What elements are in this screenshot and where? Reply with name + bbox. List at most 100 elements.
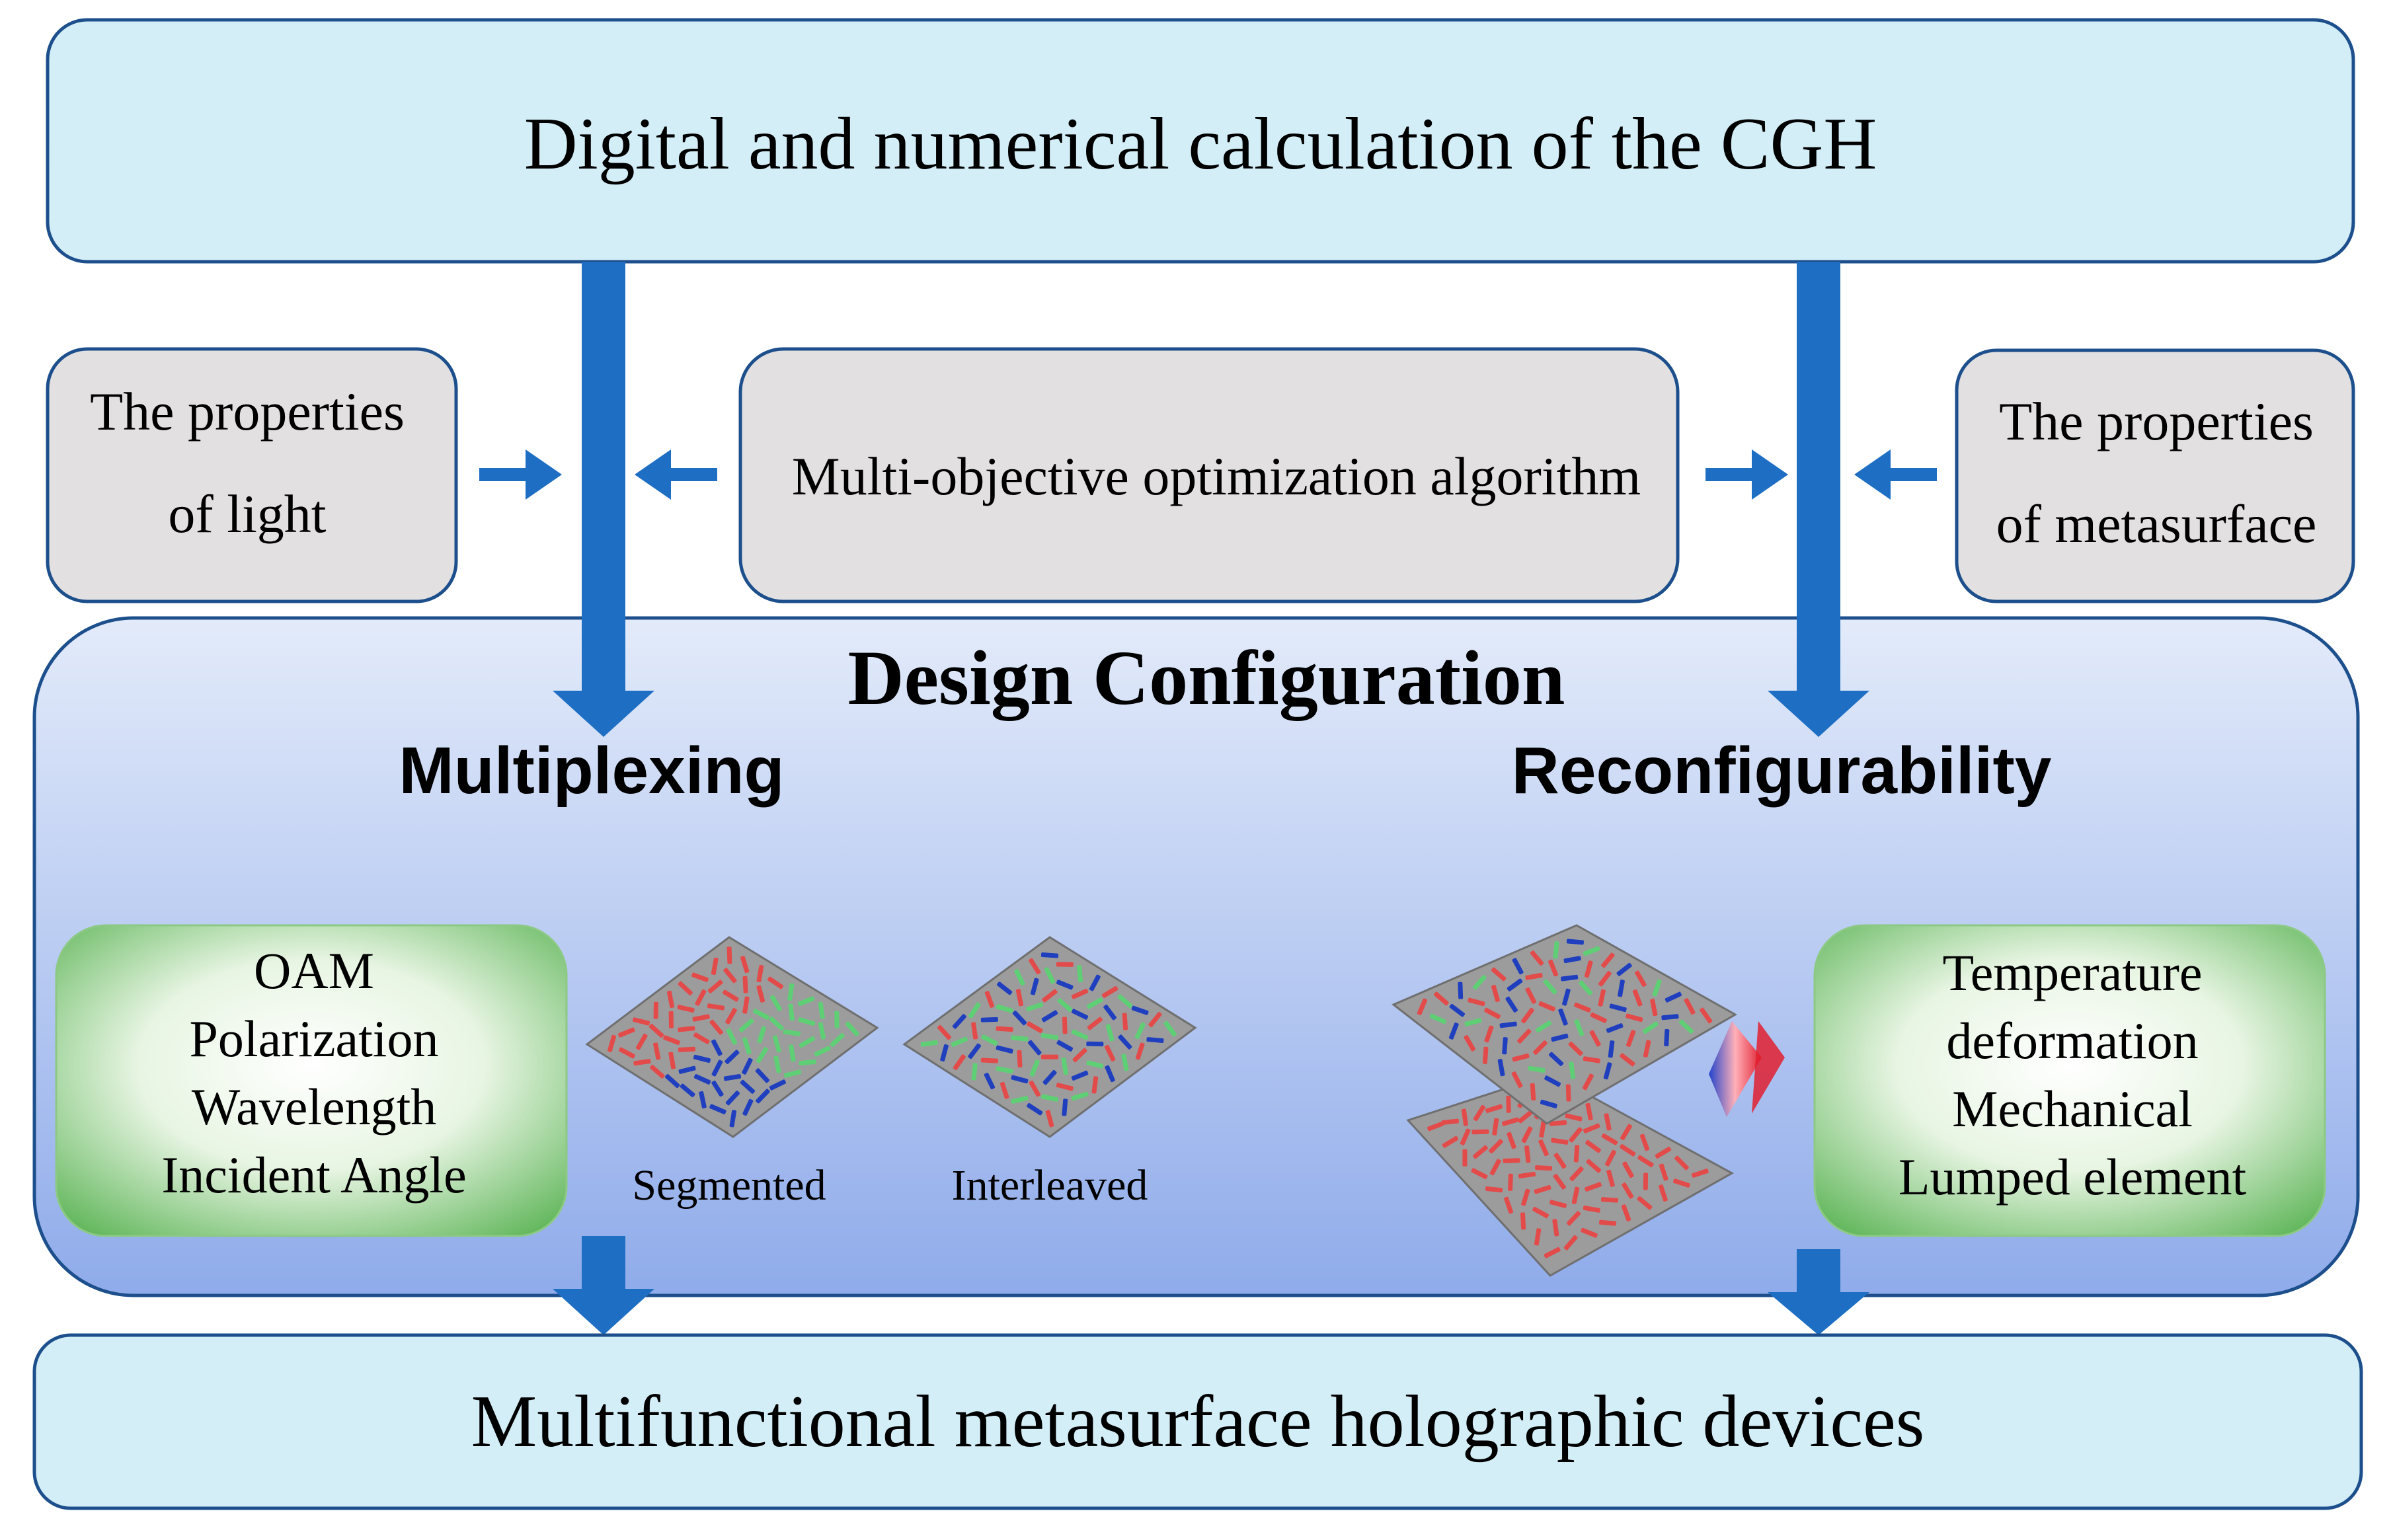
nanorod xyxy=(1012,1011,1027,1026)
nanorod xyxy=(699,1091,707,1109)
metasurface-properties-box xyxy=(1955,348,2355,603)
nanorod xyxy=(1040,1094,1059,1102)
nanorod xyxy=(1026,1002,1044,1012)
nanorod xyxy=(1525,973,1543,980)
nanorod xyxy=(1040,1033,1059,1040)
nanorod xyxy=(797,996,815,1007)
nanorod xyxy=(1471,1168,1488,1179)
nanorod xyxy=(953,1054,966,1071)
nanorod xyxy=(787,983,795,1001)
nanorod xyxy=(798,1017,816,1026)
light-properties-line-1: The properties xyxy=(90,381,405,442)
nanorod xyxy=(1678,1019,1694,1034)
segmented-label: Segmented xyxy=(632,1161,826,1210)
nanorod xyxy=(1674,1155,1689,1171)
nanorod xyxy=(707,1003,725,1011)
nanorod xyxy=(1530,950,1544,966)
nanorod xyxy=(1117,994,1133,1009)
nanorod xyxy=(1635,970,1647,987)
nanorod xyxy=(742,1098,754,1116)
nanorod xyxy=(1637,1196,1653,1210)
nanorod xyxy=(1549,1052,1564,1066)
arrow-left-icon xyxy=(1854,449,1937,500)
nanorod xyxy=(711,1059,723,1077)
nanorod xyxy=(1549,1200,1567,1208)
nanorod xyxy=(1581,1227,1598,1238)
nanorod xyxy=(996,1026,1013,1032)
nanorod xyxy=(1464,1035,1476,1052)
nanorod xyxy=(1618,980,1625,997)
nanorod xyxy=(1583,946,1600,956)
nanorod xyxy=(1464,1018,1482,1026)
nanorod xyxy=(1583,1123,1600,1134)
arrow-right-icon xyxy=(1705,449,1788,500)
nanorod xyxy=(1642,1021,1659,1034)
nanorod xyxy=(729,1110,737,1128)
nanorod xyxy=(1652,979,1662,997)
nanorod xyxy=(1538,1001,1555,1012)
nanorod xyxy=(1040,952,1059,958)
nanorod xyxy=(1622,1182,1634,1199)
nanorod xyxy=(1134,1022,1146,1040)
nanorod xyxy=(668,1052,676,1069)
nanorod xyxy=(742,996,750,1014)
nanorod xyxy=(937,1024,952,1040)
bottom-box xyxy=(32,1333,2363,1510)
nanorod xyxy=(1549,1120,1567,1126)
nanorod xyxy=(1585,1182,1602,1192)
nanorod xyxy=(1661,1014,1679,1020)
nanorod xyxy=(1087,1017,1103,1030)
nanorod xyxy=(1011,1035,1029,1042)
nanorod xyxy=(814,1046,831,1057)
nanorod xyxy=(726,1028,738,1045)
reconfiguration-cutter-icon xyxy=(1709,1021,1785,1117)
nanorod xyxy=(1620,1053,1635,1067)
nanorod xyxy=(1586,1159,1602,1173)
nanorod xyxy=(1579,980,1592,995)
nanorod xyxy=(1622,1161,1634,1178)
nanorod xyxy=(1650,999,1658,1017)
nanorod xyxy=(1566,1211,1581,1226)
nanorod xyxy=(1489,1159,1501,1176)
nanorod xyxy=(1582,1073,1594,1091)
nanorod xyxy=(1484,1025,1494,1043)
nanorod xyxy=(996,1066,1013,1074)
nanorod xyxy=(678,1026,695,1032)
bottom-box-text: Multifunctional metasurface holographic … xyxy=(471,1381,1925,1463)
reconfigurability-item: deformation xyxy=(1946,1012,2198,1069)
nanorod xyxy=(1015,989,1024,1007)
nanorod xyxy=(1508,1173,1513,1191)
nanorod xyxy=(769,995,782,1011)
nanorod xyxy=(1462,1149,1468,1167)
nanorod xyxy=(1105,1024,1115,1042)
nanorod xyxy=(1030,978,1039,995)
nanorod xyxy=(1539,1120,1546,1138)
nanorod xyxy=(920,1040,938,1047)
nanorod xyxy=(1473,1145,1488,1159)
nanorod xyxy=(1659,1184,1668,1202)
top-box-text: Digital and numerical calculation of the… xyxy=(524,103,1877,185)
nanorod xyxy=(693,1032,710,1044)
nanorod xyxy=(653,1042,661,1060)
nanorod xyxy=(1532,1206,1549,1219)
nanorod xyxy=(1589,1030,1601,1047)
nanorod xyxy=(1505,996,1518,1013)
nanorod xyxy=(1637,1155,1654,1167)
nanorod xyxy=(1076,965,1083,983)
nanorod xyxy=(1135,1042,1145,1060)
nanorod xyxy=(1534,1165,1553,1171)
multiplexing-item: Incident Angle xyxy=(161,1146,466,1204)
nanorod xyxy=(1528,1065,1546,1073)
light-properties-line-2: of light xyxy=(168,484,326,544)
nanorod xyxy=(650,1065,665,1079)
nanorod xyxy=(1434,991,1449,1006)
nanorod xyxy=(996,1004,1013,1013)
nanorod xyxy=(1056,980,1074,990)
nanorod xyxy=(1700,1007,1713,1024)
nanorod xyxy=(633,1017,650,1026)
nanorod xyxy=(1604,1149,1616,1167)
nanorod xyxy=(1086,1060,1104,1069)
right-output-arrow xyxy=(1768,1249,1869,1335)
nanorod xyxy=(1042,1069,1057,1085)
